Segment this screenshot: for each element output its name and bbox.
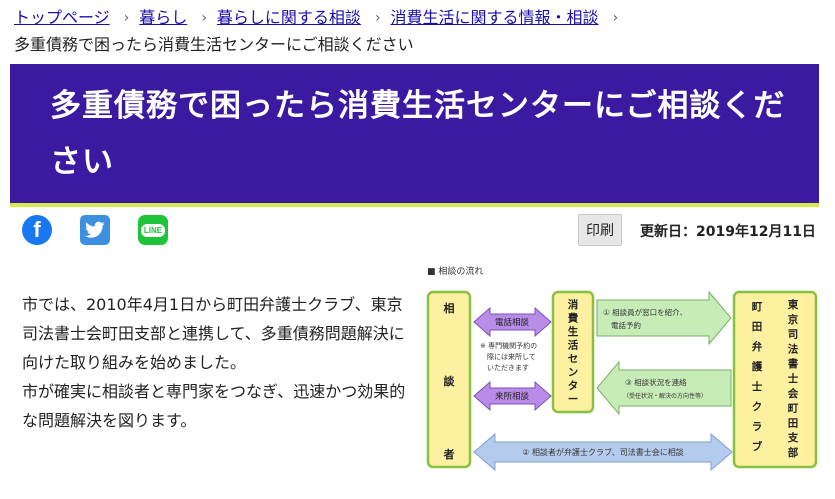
line-share-button[interactable]: LINE bbox=[138, 215, 168, 245]
vertical-char: 会 bbox=[788, 387, 799, 400]
vertical-char: ク bbox=[752, 401, 763, 413]
vertical-char: 活 bbox=[568, 339, 579, 352]
consultant-label: 相談者 bbox=[443, 301, 456, 461]
step-1-line-2: 電話予約 bbox=[611, 320, 641, 330]
flow-diagram-svg: ■ 相談の流れ 相談者 消費生活センター 町田弁護士クラブ 東京司法書士会町田支… bbox=[426, 265, 818, 472]
twitter-icon bbox=[85, 221, 105, 238]
arrow-step-2 bbox=[473, 432, 733, 472]
breadcrumb-link-kurashi[interactable]: 暮らし bbox=[139, 8, 188, 27]
vertical-char: 士 bbox=[788, 372, 799, 385]
diagram-heading: ■ 相談の流れ bbox=[427, 265, 483, 277]
note-line-3: いただきます bbox=[487, 364, 529, 372]
vertical-char: 生 bbox=[568, 325, 579, 338]
vertical-char: 支 bbox=[787, 431, 799, 444]
article-body: 市では、2010年4月1日から町田弁護士クラブ、東京司法書士会町田支部と連携して… bbox=[22, 290, 417, 435]
vertical-char: ン bbox=[568, 367, 579, 379]
vertical-char: 法 bbox=[788, 342, 799, 355]
visit-consult-arrow bbox=[473, 380, 552, 412]
step-1-line-1: ① 相談員が窓口を紹介、 bbox=[603, 307, 687, 317]
breadcrumb-current: 多重債務で困ったら消費生活センターにご相談ください bbox=[14, 35, 414, 54]
vertical-char: タ bbox=[568, 380, 579, 392]
vertical-char: セ bbox=[568, 353, 579, 365]
note-line-2: 際には来所して bbox=[487, 352, 536, 361]
twitter-share-button[interactable] bbox=[80, 215, 110, 245]
vertical-char: 田 bbox=[788, 417, 799, 429]
vertical-char: 町 bbox=[752, 301, 763, 313]
vertical-char: 東 bbox=[788, 298, 799, 311]
page-title: 多重債務で困ったら消費生活センターにご相談ください bbox=[50, 88, 786, 180]
step-2-label: ② 相談者が弁護士クラブ、司法書士会に相談 bbox=[522, 447, 683, 457]
updated-date: 更新日：2019年12月11日 bbox=[640, 224, 816, 240]
vertical-char: 費 bbox=[568, 312, 579, 325]
vertical-char: 司 bbox=[788, 329, 799, 341]
vertical-char: 町 bbox=[788, 403, 799, 415]
vertical-char: 談 bbox=[444, 374, 456, 388]
consultant-box bbox=[426, 290, 472, 469]
visit-consult-label: 来所相談 bbox=[495, 391, 530, 402]
share-buttons: f LINE bbox=[22, 215, 168, 245]
scriveners-association-label: 東京司法書士会町田支部 bbox=[787, 298, 799, 459]
consultation-flow-diagram: ■ 相談の流れ 相談者 消費生活センター 町田弁護士クラブ 東京司法書士会町田支… bbox=[425, 262, 825, 492]
breadcrumb-link-top[interactable]: トップページ bbox=[14, 8, 110, 27]
print-button[interactable]: 印刷 bbox=[578, 214, 622, 246]
vertical-char: 者 bbox=[443, 447, 455, 461]
line-icon: LINE bbox=[140, 223, 166, 237]
vertical-char: 士 bbox=[752, 380, 763, 393]
breadcrumb-separator: › bbox=[201, 10, 207, 26]
paragraph: 市が確実に相談者と専門家をつなぎ、迅速かつ効果的な問題解決を図ります。 bbox=[22, 382, 406, 430]
vertical-char: 消 bbox=[568, 298, 579, 311]
vertical-char: 京 bbox=[788, 313, 799, 326]
vertical-char: 弁 bbox=[752, 340, 763, 353]
vertical-char: 書 bbox=[788, 357, 799, 370]
vertical-char: 護 bbox=[752, 360, 763, 373]
vertical-char: 田 bbox=[752, 321, 763, 333]
facebook-share-button[interactable]: f bbox=[22, 215, 52, 245]
lawyers-club-label: 町田弁護士クラブ bbox=[752, 301, 763, 453]
lawyers-box bbox=[732, 290, 818, 469]
note-line-1: ※ 専門機関予約の bbox=[480, 341, 537, 350]
vertical-char: 相 bbox=[444, 301, 455, 315]
phone-consult-label: 電話相談 bbox=[495, 317, 530, 328]
facebook-icon: f bbox=[33, 217, 41, 242]
vertical-char: ラ bbox=[752, 421, 763, 433]
breadcrumb-separator: › bbox=[123, 10, 130, 26]
arrow-step-3 bbox=[596, 360, 732, 416]
breadcrumb-link-kurashi-soudan[interactable]: 暮らしに関する相談 bbox=[216, 8, 361, 27]
paragraph: 市では、2010年4月1日から町田弁護士クラブ、東京司法書士会町田支部と連携して… bbox=[22, 295, 405, 372]
vertical-char: ー bbox=[568, 394, 579, 406]
page-title-banner: 多重債務で困ったら消費生活センターにご相談ください bbox=[10, 64, 819, 207]
breadcrumb-separator: › bbox=[374, 10, 381, 26]
phone-consult-arrow bbox=[473, 306, 552, 338]
breadcrumb-link-shohiseikatsu[interactable]: 消費生活に関する情報・相談 bbox=[390, 8, 599, 27]
center-box bbox=[551, 290, 595, 414]
breadcrumb: トップページ › 暮らし › 暮らしに関する相談 › 消費生活に関する情報・相談… bbox=[14, 6, 829, 57]
vertical-char: ブ bbox=[752, 440, 763, 453]
step-3-line-2: （受任状況・解決の方向性等） bbox=[623, 392, 707, 400]
vertical-char: 部 bbox=[788, 446, 799, 459]
step-3-line-1: ③ 相談状況を連絡 bbox=[625, 377, 687, 387]
breadcrumb-separator: › bbox=[612, 10, 619, 26]
arrow-step-1 bbox=[596, 290, 732, 346]
center-label: 消費生活センター bbox=[568, 298, 579, 406]
